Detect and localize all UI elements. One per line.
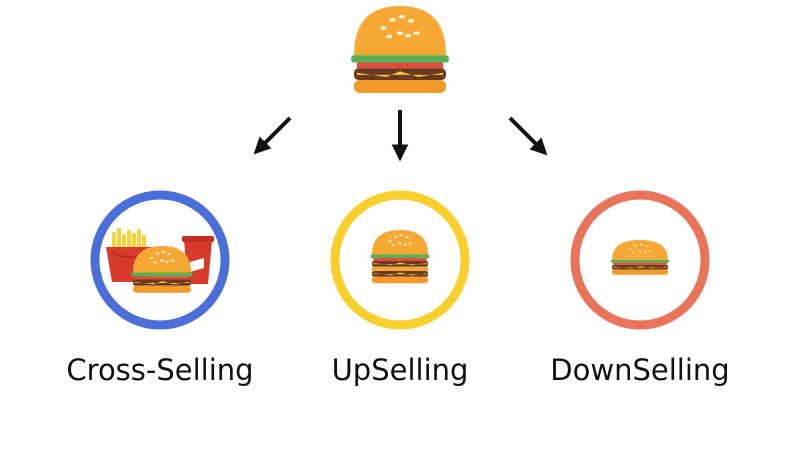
upselling-ring: [330, 190, 470, 330]
cross-selling-label: Cross-Selling: [66, 353, 254, 387]
cross-selling-ring: [90, 190, 230, 330]
arrow-to-downselling: [508, 116, 548, 156]
upselling-label: UpSelling: [331, 353, 469, 387]
combo-meal-icon: [106, 228, 214, 293]
small-burger-icon: [610, 240, 670, 275]
downselling-label: DownSelling: [550, 353, 730, 387]
arrow-to-cross-selling: [253, 116, 292, 155]
downselling-ring: [570, 190, 710, 330]
double-burger-icon: [370, 230, 430, 284]
burger-icon: [351, 6, 449, 93]
burger-icon: [131, 246, 193, 293]
